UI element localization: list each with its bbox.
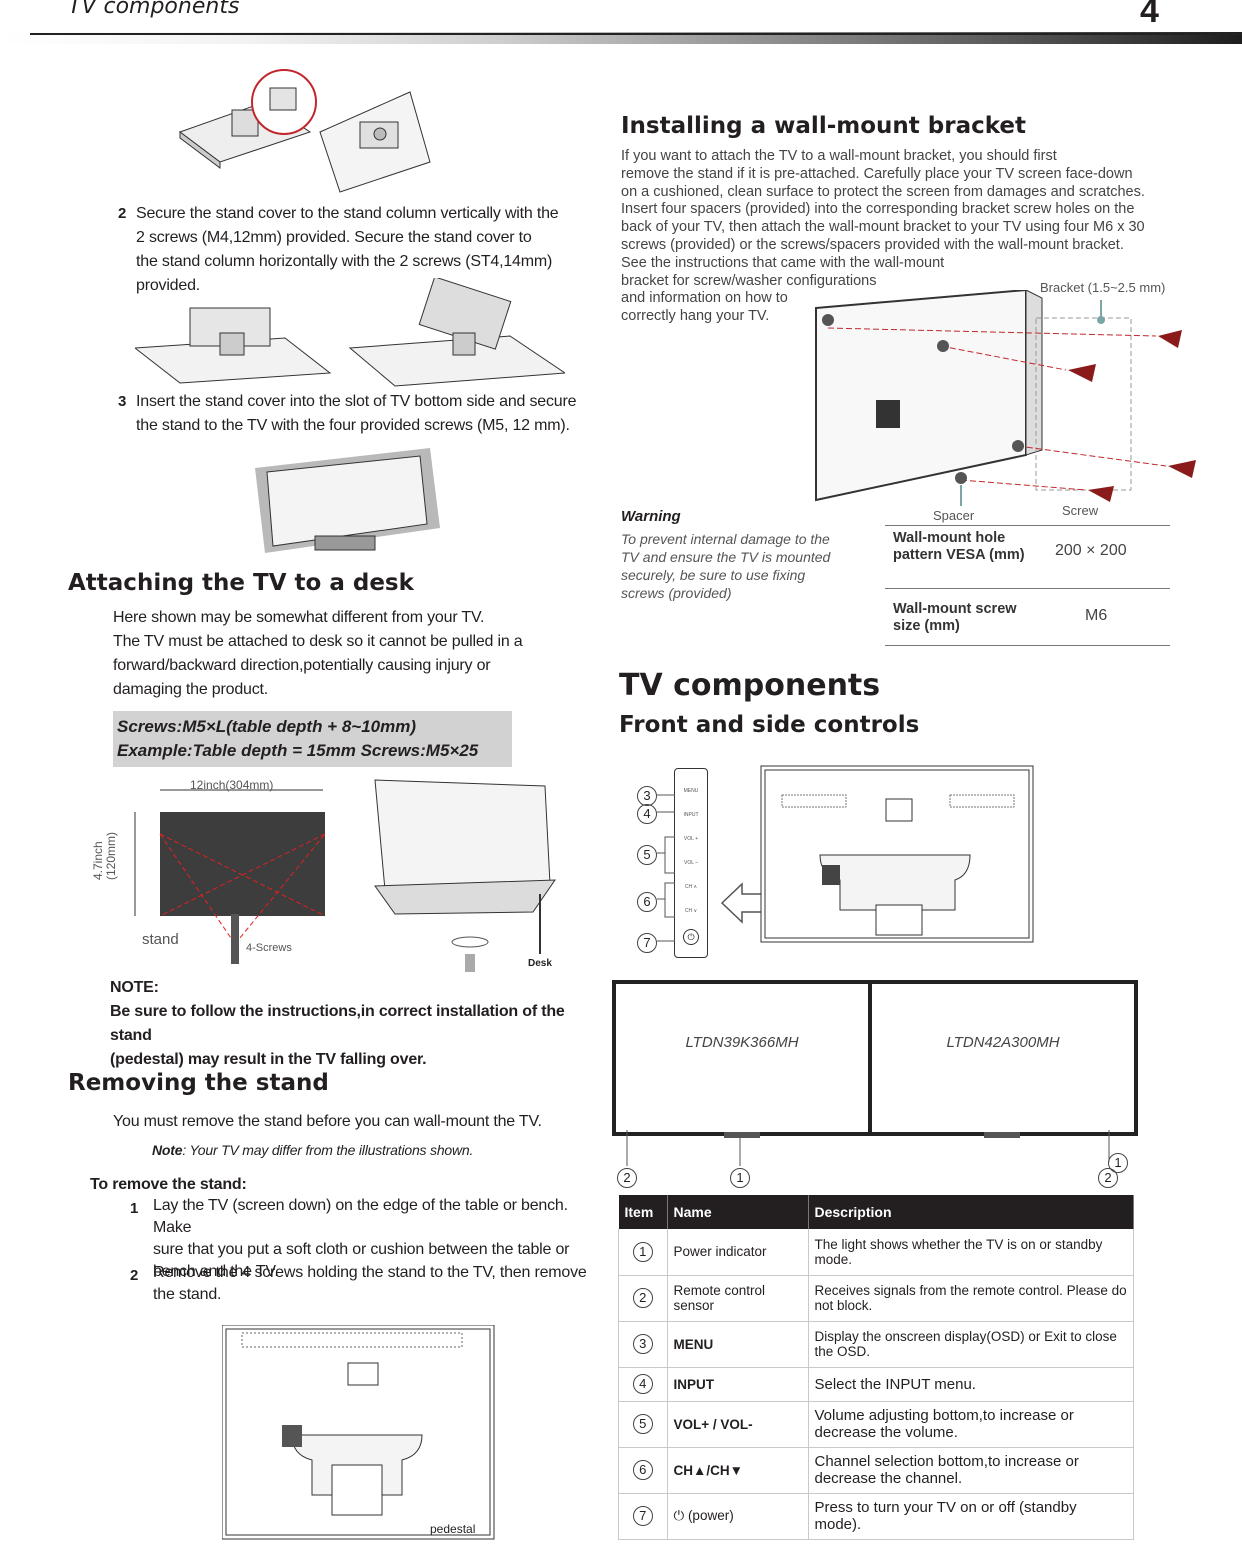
remove-step1-text: Lay the TV (screen down) on the edge of … (153, 1197, 570, 1280)
remove-heading: Removing the stand (68, 1070, 329, 1096)
controls-table-header: Item Name Description (618, 1195, 1134, 1229)
remove-step2-number: 2 (130, 1267, 139, 1284)
remove-note: Note: Your TV may differ from the illust… (152, 1142, 474, 1158)
front-side-controls-heading: Front and side controls (619, 712, 920, 738)
to-remove-title: To remove the stand: (90, 1176, 247, 1193)
stand-cover-illustration (135, 278, 565, 387)
col-item: Item (618, 1195, 668, 1229)
front-callout-2a: 2 (617, 1168, 637, 1188)
callout-6: 6 (637, 892, 657, 912)
callout-3: 3 (637, 786, 657, 806)
stand-assembly-illustration (178, 69, 431, 193)
page-header-title: TV components (68, 0, 240, 19)
stand-label: stand (142, 931, 179, 948)
col-name: Name (667, 1195, 809, 1229)
table-row: 4 INPUT Select the INPUT menu. (618, 1367, 1134, 1402)
desk-heading: Attaching the TV to a desk (68, 570, 414, 596)
warning-title: Warning (621, 508, 681, 525)
ch-down-key[interactable]: CH ∨ (684, 908, 698, 914)
bracket-label: Bracket (1.5~2.5 mm) (1040, 280, 1166, 295)
vesa-spec-table: Wall-mount hole pattern VESA (mm) 200 × … (885, 525, 1170, 646)
screw-spec-line1: Screws:M5×L(table depth + 8~10mm) (117, 717, 417, 736)
remove-intro: You must remove the stand before you can… (113, 1113, 542, 1130)
tv-back-stand-illustration (255, 448, 440, 553)
callout-5: 5 (637, 845, 657, 865)
screws-label: 4-Screws (246, 942, 292, 954)
wall-mount-diagram (815, 290, 1196, 506)
height-dimension: 4.7inch (120mm) (91, 831, 118, 880)
screw-spec-box: Screws:M5×L(table depth + 8~10mm) Exampl… (113, 711, 512, 767)
desk-label: Desk (528, 958, 552, 969)
warning-text: To prevent internal damage to the TV and… (621, 531, 831, 601)
power-icon[interactable]: ⏻ (683, 929, 699, 945)
step3-number: 3 (118, 393, 127, 410)
callout-4: 4 (637, 804, 657, 824)
power-icon: ⏻ (673, 1508, 688, 1523)
tv-front-model-2: LTDN42A300MH (868, 980, 1138, 1136)
pedestal-label: pedestal (430, 1522, 476, 1536)
header-bar (0, 32, 1242, 44)
page-number: 4 (1140, 0, 1159, 30)
vol-down-key[interactable]: VOL – (684, 860, 698, 866)
step3-text: Insert the stand cover into the slot of … (136, 393, 577, 434)
remove-step2-text: Remove the 4 screws holding the stand to… (153, 1264, 587, 1303)
tv-stands-and-leaders (626, 1130, 1110, 1166)
menu-key[interactable]: MENU (683, 788, 699, 794)
table-row: 5 VOL+ / VOL- Volume adjusting bottom,to… (618, 1401, 1134, 1448)
tv-back-pedestal-illustration (222, 1325, 495, 1540)
screw-size-row: Wall-mount screw size (mm) M6 (885, 588, 1170, 646)
vol-up-key[interactable]: VOL + (683, 836, 699, 842)
model-2-name: LTDN42A300MH (946, 1034, 1060, 1051)
input-key[interactable]: INPUT (683, 812, 699, 818)
header-rule (30, 33, 1242, 35)
ch-up-key[interactable]: CH ∧ (684, 884, 698, 890)
step2-number: 2 (118, 205, 127, 222)
note-text: Be sure to follow the instructions,in co… (110, 1003, 565, 1068)
front-callout-1b: 1 (1108, 1153, 1128, 1173)
step2-text: Secure the stand cover to the stand colu… (136, 205, 559, 294)
tv-components-heading: TV components (619, 668, 881, 703)
table-row: 7 ⏻ (power) Press to turn your TV on or … (618, 1493, 1134, 1540)
model-1-name: LTDN39K366MH (685, 1034, 799, 1051)
controls-table: Item Name Description 1 Power indicator … (618, 1195, 1134, 1540)
table-row: 3 MENU Display the onscreen display(OSD)… (618, 1321, 1134, 1368)
note-title: NOTE: (110, 979, 159, 996)
callout-leaders (657, 794, 675, 942)
screw-spec-line2: Example:Table depth = 15mm Screws:M5×25 (117, 741, 479, 760)
table-row: 2 Remote control sensor Receives signals… (618, 1275, 1134, 1322)
desk-mount-diagram (134, 779, 556, 972)
tv-front-model-1: LTDN39K366MH (612, 980, 872, 1136)
front-callout-1a: 1 (730, 1168, 750, 1188)
desk-text: Here shown may be somewhat different fro… (113, 609, 523, 698)
spacer-label: Spacer (933, 508, 975, 523)
tv-back-panel-illustration (760, 765, 1034, 943)
front-callout-2b: 2 (1098, 1168, 1118, 1188)
screw-label: Screw (1062, 503, 1099, 518)
col-description: Description (808, 1195, 1134, 1229)
vesa-row: Wall-mount hole pattern VESA (mm) 200 × … (885, 525, 1170, 588)
remove-step1-number: 1 (130, 1200, 139, 1217)
table-row: 1 Power indicator The light shows whethe… (618, 1229, 1134, 1276)
table-row: 6 CH▲/CH▼ Channel selection bottom,to in… (618, 1447, 1134, 1494)
callout-7: 7 (637, 933, 657, 953)
wall-mount-heading: Installing a wall-mount bracket (621, 113, 1026, 139)
side-control-panel: MENU INPUT VOL + VOL – CH ∧ CH ∨ ⏻ (674, 768, 708, 958)
width-dimension: 12inch(304mm) (190, 778, 274, 792)
wall-mount-text: If you want to attach the TV to a wall-m… (621, 148, 1145, 325)
